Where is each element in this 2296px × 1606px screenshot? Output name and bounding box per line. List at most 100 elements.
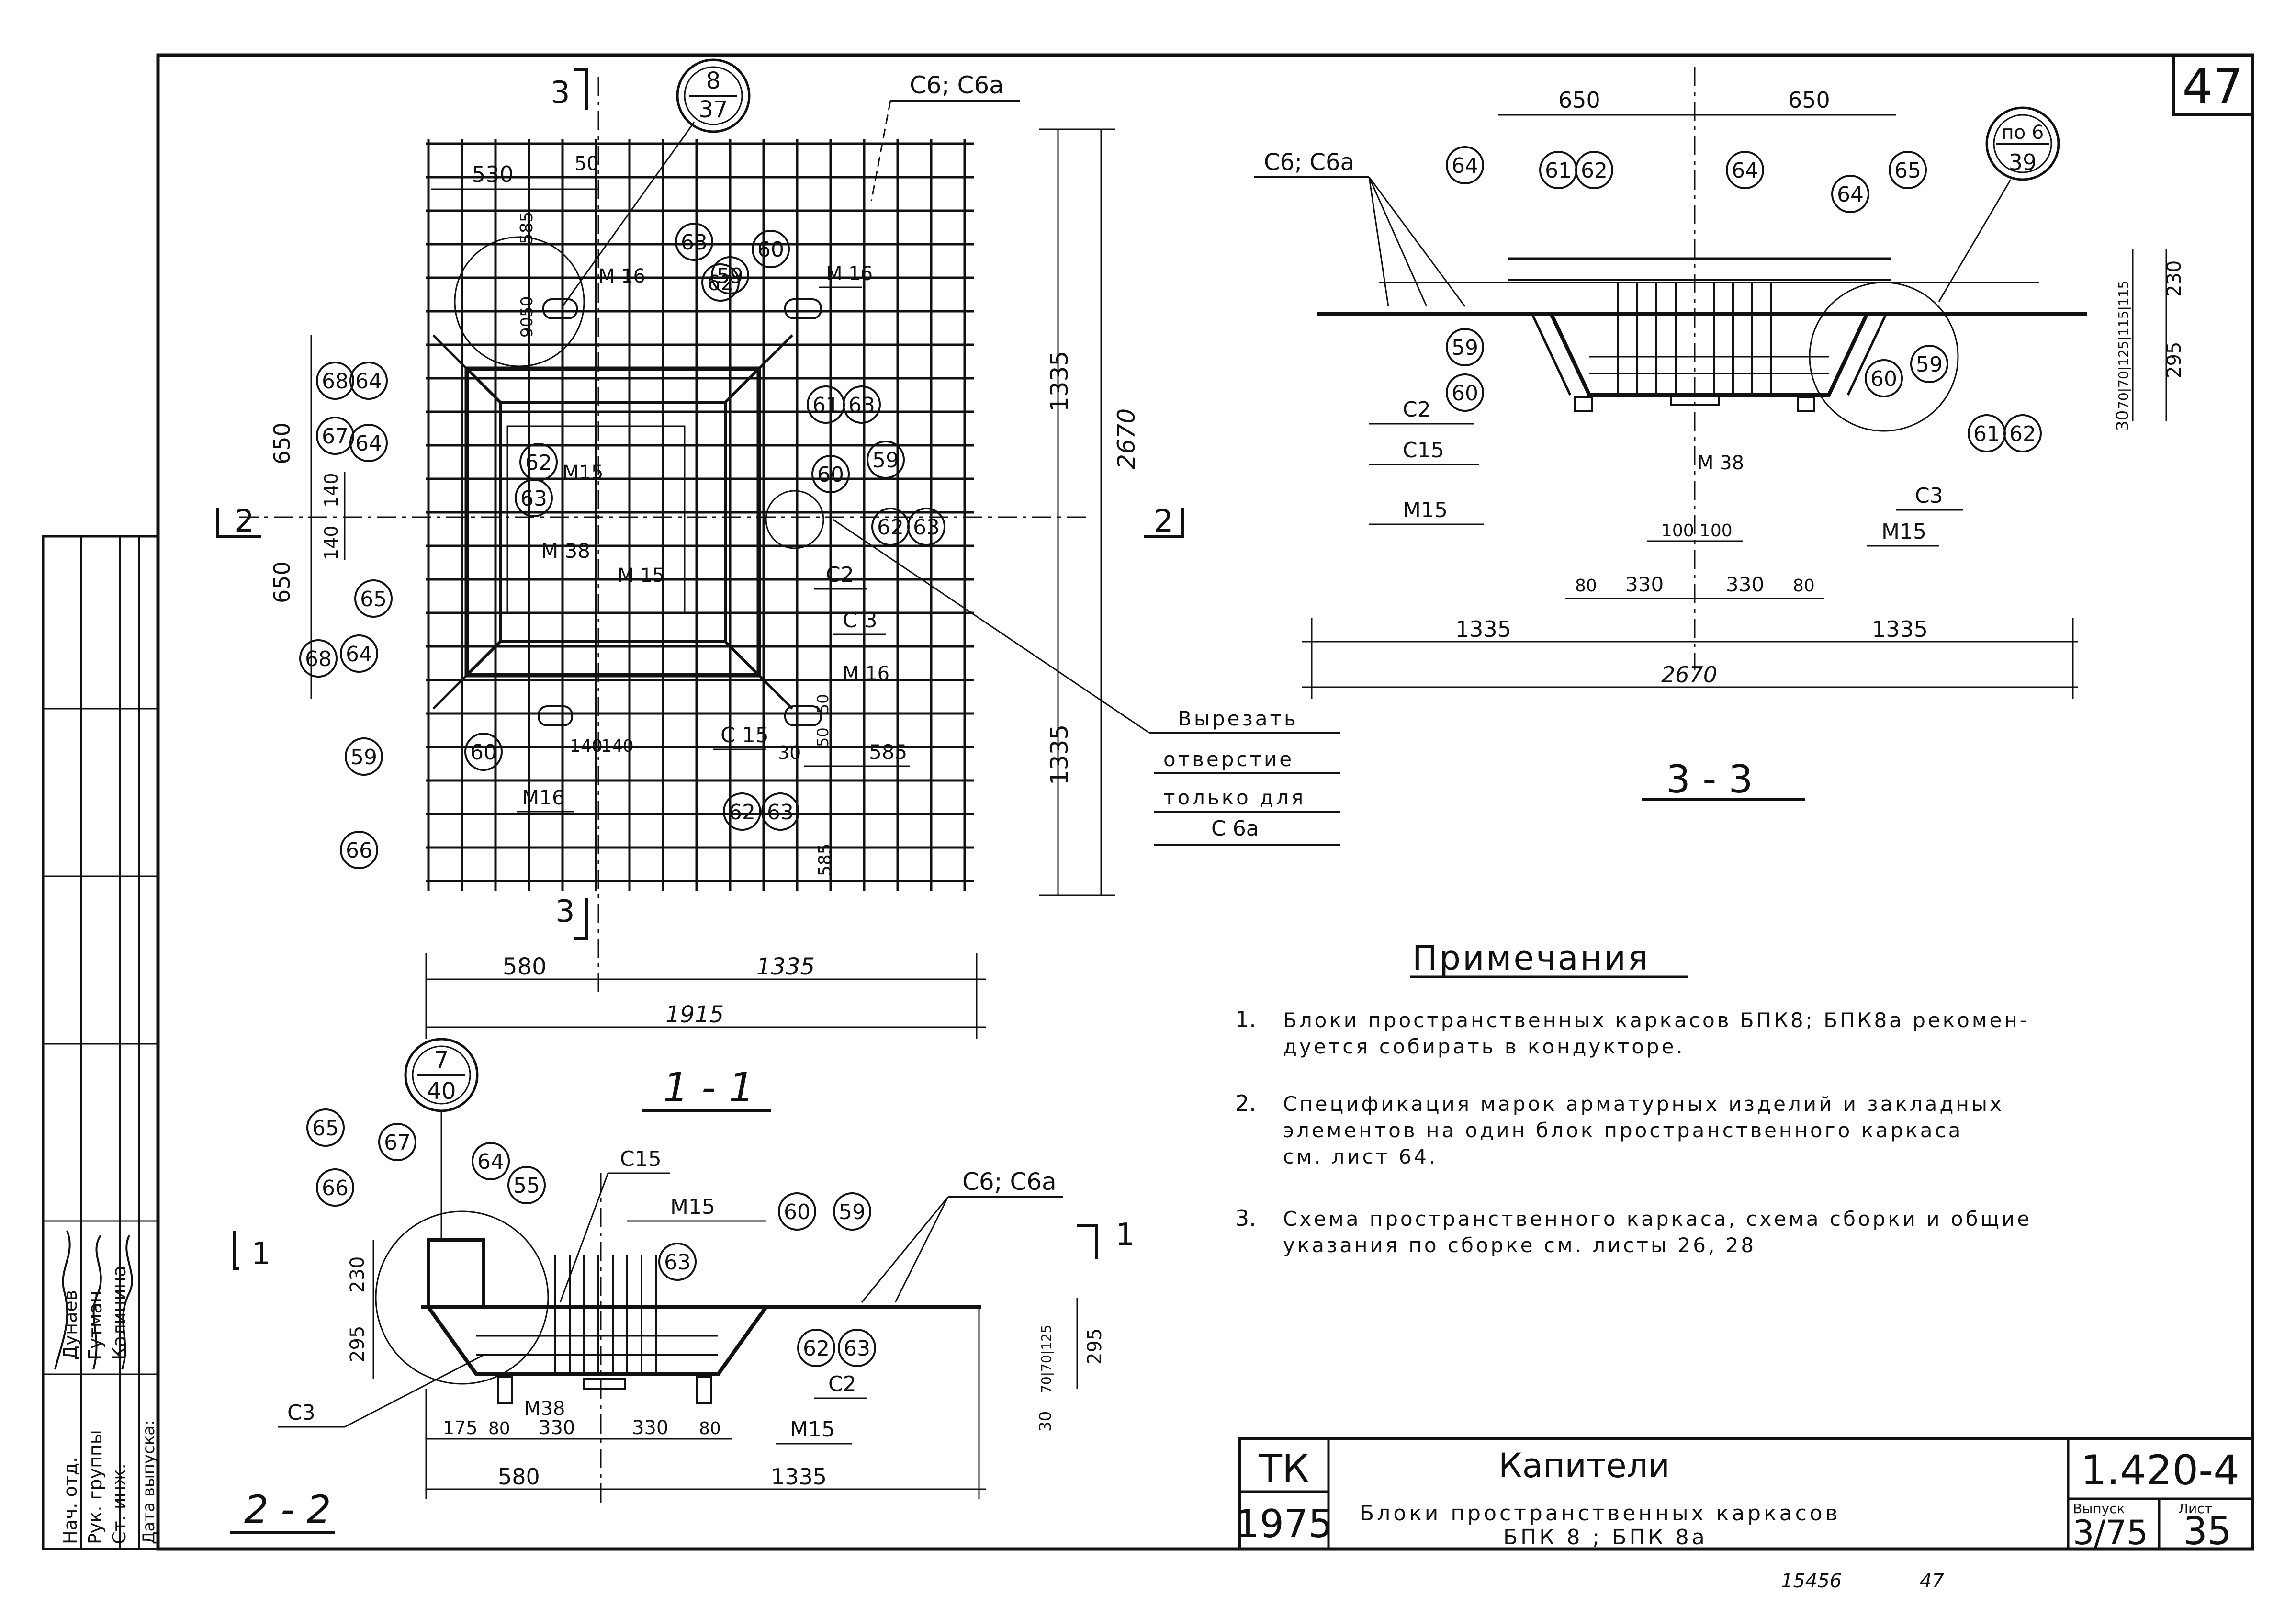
s22-label-m15b: М15 (790, 1417, 835, 1442)
view-plan-1-1: 8 37 С6; С6а 3 3 2 2 530 50 585 9050 650… (216, 58, 1184, 1112)
s22-bubble-circle (306, 1108, 345, 1147)
plan-bubble-circle (867, 441, 905, 479)
plan-bubble-63: 63 (520, 486, 547, 511)
plan-bubble-65: 65 (360, 587, 387, 611)
note-1-line1: Блоки пространственных каркасов БПК8; БП… (1283, 1008, 2029, 1032)
plan-slot-m16-c (784, 705, 822, 726)
s33-label-m15b: М15 (1881, 520, 1926, 544)
s22-dim-1335: 1335 (771, 1464, 827, 1490)
s33-dim-80a: 80 (1575, 576, 1597, 596)
s33-bubble-61: 61 (1973, 422, 2000, 446)
plan-bubble-circle (701, 263, 740, 302)
s33-label-c2: С2 (1403, 397, 1431, 422)
s22-detail-ref-bottom: 40 (427, 1078, 456, 1105)
s22-bubble-circle (378, 1123, 416, 1161)
s33-dim-330a: 330 (1625, 573, 1664, 596)
s22-label-c2: С2 (828, 1372, 856, 1396)
plan-dim-1335b: 1335 (1046, 724, 1073, 785)
plan-bubble-68: 68 (305, 647, 332, 671)
s22-dim-80b: 80 (699, 1419, 721, 1438)
s22-dim-30: 30 (1036, 1411, 1055, 1432)
plan-bubble-circle (316, 362, 354, 400)
note-2-line1: Спецификация марок арматурных изделий и … (1283, 1092, 2004, 1116)
plan-dim-30: 30 (778, 742, 801, 763)
note-1-line2: дуется собирать в кондукторе. (1283, 1035, 1685, 1058)
s22-bubble-circle (658, 1243, 697, 1281)
plan-cut-hole (506, 425, 686, 614)
plan-bubble-59: 59 (350, 745, 377, 769)
s22-bubble-circle (472, 1142, 510, 1180)
s33-dim-230: 230 (2163, 260, 2185, 297)
s33-bubble-64: 64 (1452, 154, 1478, 178)
stamp-role-1: Нач. отд. (60, 1457, 81, 1544)
notes-block: Примечания 1. Блоки пространственных кар… (1235, 939, 2029, 1257)
plan-mesh-label: С6; С6а (910, 71, 1004, 99)
s33-bubble-65: 65 (1894, 158, 1921, 183)
notes-heading: Примечания (1412, 939, 1650, 978)
plan-bubble-circle (354, 579, 393, 618)
s22-label-c3: С3 (287, 1401, 315, 1425)
s22-dim-7070: 70|70|125 (1038, 1324, 1054, 1393)
title-sheet-label: Лист (2178, 1501, 2212, 1516)
plan-dim-585b: 585 (869, 740, 907, 764)
plan-bubble-circle (723, 792, 761, 831)
cut-note-line4: С 6а (1211, 816, 1259, 841)
s22-bubble-circle (797, 1329, 835, 1367)
plan-slot-m16-d (538, 705, 573, 726)
plan-label-m16d: М16 (522, 786, 565, 809)
s33-bubble-circle (1726, 151, 1764, 189)
plan-bubble-68: 68 (322, 369, 349, 394)
s22-bubble-59: 59 (839, 1200, 866, 1224)
note-2-num: 2. (1235, 1090, 1256, 1116)
plan-dim-585a: 585 (517, 211, 537, 244)
s22-dim-80a: 80 (488, 1419, 510, 1438)
plan-dim-580: 580 (503, 953, 547, 980)
plan-slot-m16-b (784, 298, 822, 319)
plan-bubble-64: 64 (355, 431, 382, 456)
plan-detail-ref-top: 8 (706, 68, 721, 94)
stamp-page: 47 (1920, 1570, 1944, 1592)
s33-bubble-62: 62 (1581, 158, 1608, 183)
plan-bubble-59: 59 (717, 264, 743, 288)
plan-bubble-63: 63 (848, 393, 875, 418)
plan-sec-mark-right: 2 (1154, 504, 1173, 539)
s33-detail-ref (1985, 106, 2060, 181)
s33-detail-ref-top: по 6 (2002, 122, 2044, 144)
s22-dim-580: 580 (498, 1464, 540, 1490)
s33-bubble-circle (1865, 359, 1903, 397)
plan-label-m16b: М 16 (826, 263, 873, 285)
plan-bubble-circle (907, 508, 945, 546)
s22-bubble-60: 60 (784, 1200, 810, 1224)
plan-title: 1 - 1 (663, 1064, 754, 1111)
plan-bubble-60: 60 (757, 238, 784, 262)
s22-bubble-66: 66 (322, 1176, 349, 1200)
plan-label-m16a: М 16 (598, 265, 645, 287)
signature-2 (92, 1234, 102, 1370)
plan-bubble-circle (711, 256, 749, 294)
plan-bubble-63: 63 (681, 230, 708, 255)
plan-bubble-61: 61 (812, 393, 839, 418)
plan-dim-140d: 140 (601, 736, 634, 756)
s33-dim-2670: 2670 (1661, 662, 1717, 688)
s22-bubble-circle (838, 1329, 876, 1367)
plan-label-c2: С2 (826, 563, 854, 587)
plan-dim-1335c: 1335 (756, 953, 815, 980)
s22-detail-circle (375, 1210, 549, 1385)
s22-cage (427, 1306, 768, 1376)
plan-bubble-circle (345, 737, 383, 776)
s22-bubble-circle (778, 1192, 816, 1231)
title-series: 1.420-4 (2081, 1447, 2240, 1494)
plan-dim-140b: 140 (321, 525, 342, 560)
s22-mesh-label: С6; С6а (962, 1168, 1057, 1196)
note-2-line3: см. лист 64. (1283, 1145, 1438, 1168)
s22-bubble-63: 63 (844, 1336, 870, 1361)
plan-dim-530: 530 (472, 161, 514, 187)
plan-bubble-59: 59 (872, 448, 899, 473)
s22-dim-175: 175 (443, 1417, 478, 1438)
cut-note-leader (833, 519, 1149, 734)
plan-label-m15b: М 15 (618, 565, 664, 587)
plan-dim-50b: 50 (814, 727, 832, 747)
plan-dim-50a: 50 (574, 153, 599, 175)
s33-dim-7070: 70|70|125|115|115 (2116, 281, 2131, 409)
